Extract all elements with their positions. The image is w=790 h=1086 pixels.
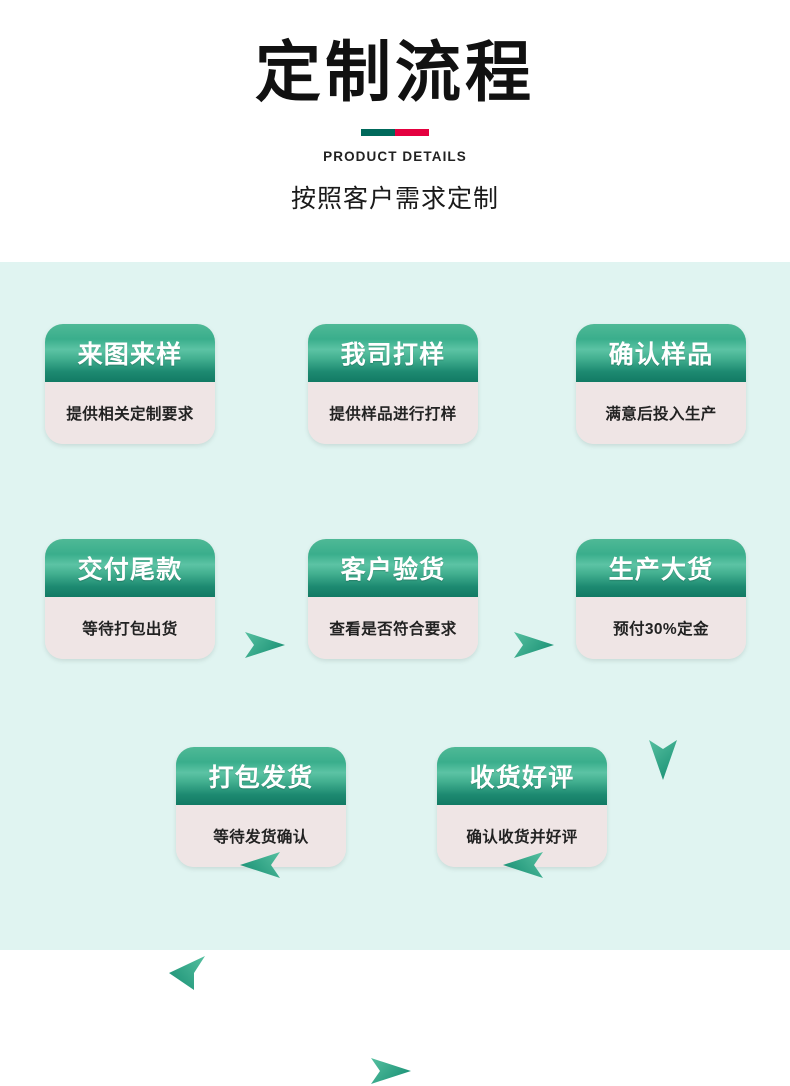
flow-step-description: 确认收货并好评 [437,805,607,867]
flow-step-description: 提供相关定制要求 [45,382,215,444]
flow-step-card-2[interactable]: 我司打样 提供样品进行打样 [308,324,478,444]
flow-step-card-4[interactable]: 交付尾款 等待打包出货 [45,539,215,659]
flow-step-title: 来图来样 [45,324,215,382]
flow-step-title: 打包发货 [176,747,346,805]
page-header: 定制流程 PRODUCT DETAILS 按照客户需求定制 [0,0,790,262]
flow-step-card-6[interactable]: 生产大货 预付30%定金 [576,539,746,659]
flow-step-description: 等待发货确认 [176,805,346,867]
flow-step-description: 等待打包出货 [45,597,215,659]
flow-step-title: 确认样品 [576,324,746,382]
page-subtitle-chinese: 按照客户需求定制 [290,185,499,214]
flow-step-description: 提供样品进行打样 [308,382,478,444]
flow-step-card-8[interactable]: 收货好评 确认收货并好评 [437,747,607,867]
flow-step-card-1[interactable]: 来图来样 提供相关定制要求 [45,324,215,444]
process-flow-diagram: 来图来样 提供相关定制要求 我司打样 提供样品进行打样 确认样品 满意后投入生产… [0,262,790,1084]
flow-step-description: 满意后投入生产 [576,382,746,444]
divider-segment-green [361,129,395,137]
flow-step-card-7[interactable]: 打包发货 等待发货确认 [176,747,346,867]
page-subtitle-english: PRODUCT DETAILS [323,149,467,165]
flow-step-title: 交付尾款 [45,539,215,597]
flow-step-title: 客户验货 [308,539,478,597]
flow-step-card-3[interactable]: 确认样品 满意后投入生产 [576,324,746,444]
flow-step-description: 预付30%定金 [576,597,746,659]
title-divider [361,129,429,137]
flow-step-title: 我司打样 [308,324,478,382]
flow-step-description: 查看是否符合要求 [308,597,478,659]
flow-step-title: 收货好评 [437,747,607,805]
page-title: 定制流程 [255,35,535,109]
flow-step-title: 生产大货 [576,539,746,597]
divider-segment-red [395,129,429,137]
flow-step-card-5[interactable]: 客户验货 查看是否符合要求 [308,539,478,659]
